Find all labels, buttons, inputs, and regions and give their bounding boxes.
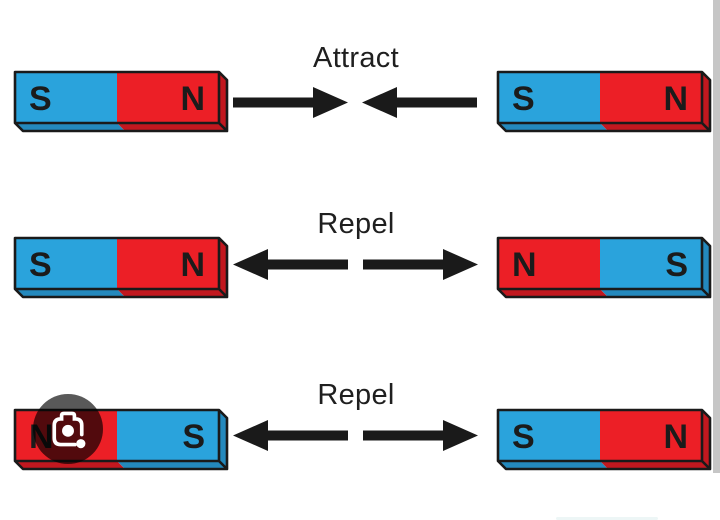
magnet-face [498, 238, 600, 289]
magnet-face [117, 238, 219, 289]
force-arrow [363, 249, 478, 280]
magnet-face [600, 72, 702, 123]
force-arrow [233, 249, 348, 280]
magnet-face [702, 238, 710, 297]
pole-letter: S [665, 246, 688, 284]
magnet-face [498, 72, 600, 123]
magnet-face [15, 123, 125, 131]
magnet-face [117, 410, 219, 461]
magnet-face [219, 410, 227, 469]
magnet-face [498, 410, 600, 461]
magnet-face [600, 289, 710, 297]
force-arrow [233, 87, 348, 118]
force-arrow [233, 420, 348, 451]
pole-letter: S [182, 418, 205, 456]
pole-letter: S [512, 80, 535, 118]
scrollbar-thumb[interactable] [713, 0, 720, 473]
magnet-face [15, 461, 125, 469]
magnet-face [600, 410, 702, 461]
camera-lens-dot [62, 424, 74, 437]
magnet-face [600, 461, 710, 469]
magnet-face [498, 123, 608, 131]
force-arrow-shape [233, 249, 348, 280]
force-arrow-shape [363, 249, 478, 280]
bar-magnet: S N [496, 70, 712, 133]
magnet-outline [496, 408, 712, 471]
pole-letter: N [663, 418, 688, 456]
force-arrow [363, 420, 478, 451]
magnet-face [219, 238, 227, 297]
pole-letter: N [180, 246, 205, 284]
magnet-face [117, 461, 227, 469]
pole-letter: S [29, 246, 52, 284]
pole-letter: S [29, 80, 52, 118]
pole-letter: N [180, 80, 205, 118]
magnet-outline [13, 408, 229, 471]
partially-visible-bottom-element [556, 517, 658, 520]
magnet-face [15, 72, 117, 123]
magnet-face [117, 123, 227, 131]
force-arrow-shape [233, 87, 348, 118]
row-label-attract: Attract [313, 42, 399, 74]
bar-magnet: S N [13, 236, 229, 299]
bar-magnet: S N [496, 408, 712, 471]
camera-frame [52, 411, 84, 447]
camera-lens-icon [52, 411, 86, 449]
magnet-outline [13, 236, 229, 299]
magnet-face [702, 72, 710, 131]
magnet-outline [496, 236, 712, 299]
magnet-outline [13, 70, 229, 133]
pole-letter: N [512, 246, 537, 284]
row-label-repel-2: Repel [317, 379, 395, 411]
magnet-face [219, 72, 227, 131]
magnet-face [117, 72, 219, 123]
magnet-face [117, 289, 227, 297]
force-arrow-shape [233, 420, 348, 451]
bar-magnet: N S [496, 236, 712, 299]
magnet-face [702, 410, 710, 469]
magnet-face [600, 123, 710, 131]
force-arrow-shape [362, 87, 477, 118]
pole-letter: N [663, 80, 688, 118]
pole-letter: S [512, 418, 535, 456]
force-arrow-shape [363, 420, 478, 451]
magnet-face [15, 289, 125, 297]
row-label-repel-1: Repel [317, 208, 395, 240]
bar-magnet: S N [13, 70, 229, 133]
magnet-face [15, 238, 117, 289]
force-arrow [362, 87, 477, 118]
magnet-face [600, 238, 702, 289]
magnet-outline [496, 70, 712, 133]
camera-corner-dot [76, 439, 86, 449]
google-lens-search-button[interactable] [33, 394, 103, 464]
magnet-face [498, 289, 608, 297]
magnet-face [498, 461, 608, 469]
